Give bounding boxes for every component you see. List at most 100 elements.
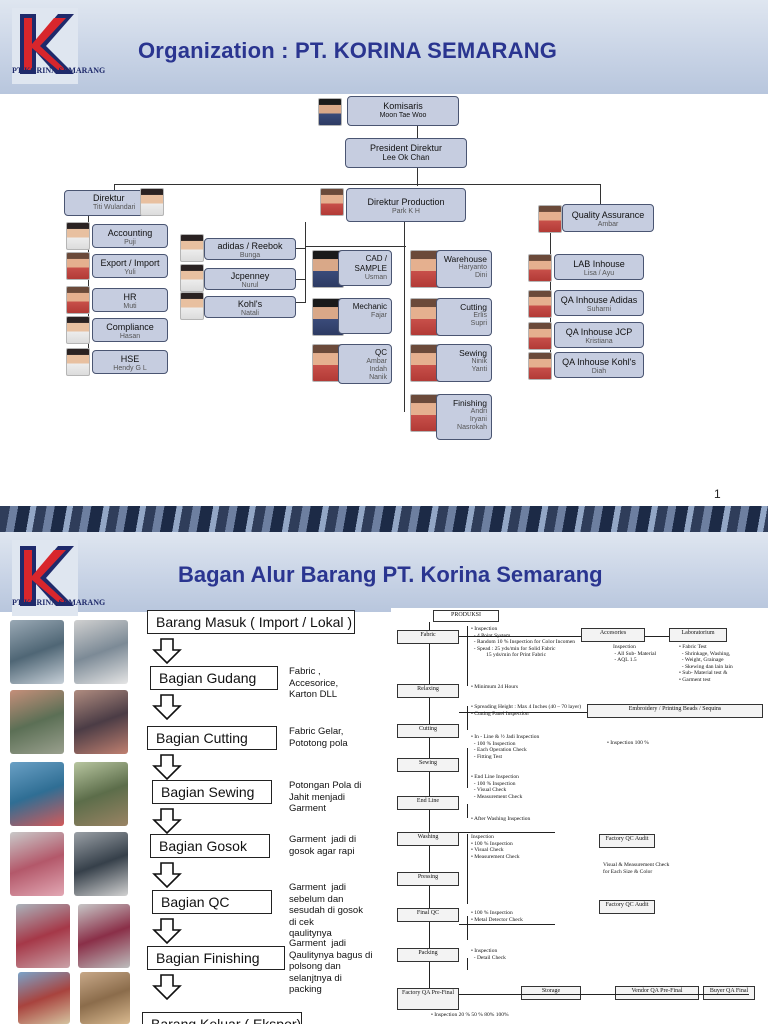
box-direktur-production: Direktur Production Park K H: [346, 188, 466, 222]
side-box: Vendor QA Pre-Final: [615, 986, 699, 1000]
decorative-strip: [0, 506, 768, 532]
side-box: Embroidery / Printing Beads / Sequins: [587, 704, 763, 718]
chart-top-box: PRODUKSI: [433, 610, 499, 622]
name-label: Andri Iryani Nasrokah: [457, 408, 487, 431]
person-photo: [180, 292, 204, 320]
person-photo: [66, 252, 90, 280]
factory-photo: [74, 762, 128, 826]
person-photo: [528, 322, 552, 350]
stage-box: Final QC: [397, 908, 459, 922]
flow-description: Fabric Gelar, Pototong pola: [289, 726, 348, 749]
factory-photo: [16, 904, 70, 968]
logo-caption: PT KORINA SEMARANG: [12, 598, 106, 607]
name-label: Suharni: [586, 306, 612, 313]
flow-step: Barang Keluar ( Ekspor): [142, 1012, 302, 1024]
role-label: Accounting: [107, 228, 153, 238]
flow-step: Bagian QC: [152, 890, 272, 914]
note-packing: • Inspection - Detail Check: [471, 948, 506, 961]
connector: [417, 168, 418, 186]
note-cutting: • Spreading Height : Max 4 Inches (40 – …: [471, 704, 582, 717]
side-box: Laboratorium: [669, 628, 727, 642]
name-label: Hasan: [119, 333, 141, 340]
logo-caption: PT KORINA SEMARANG: [12, 66, 106, 75]
role-label: Finishing: [452, 398, 487, 408]
down-arrow-icon: [152, 918, 182, 944]
name-label: Ambar Indah Nanik: [366, 358, 387, 381]
note-bottom: • Inspection 20 % 50 % 80% 100%: [431, 1012, 509, 1018]
connector: [296, 302, 306, 303]
flow-step: Bagian Cutting: [147, 726, 277, 750]
factory-photo: [74, 620, 128, 684]
name-label: Erlis Supri: [470, 312, 487, 327]
side-box: Accesories: [581, 628, 645, 642]
role-label: CAD / SAMPLE: [354, 254, 387, 273]
side-box: Buyer QA Final: [703, 986, 755, 1000]
role-label: Warehouse: [443, 254, 487, 264]
stage-box: Sewing: [397, 758, 459, 772]
connector: [114, 184, 600, 185]
box-quality-assurance: Quality Assurance Ambar: [562, 204, 654, 232]
factory-photo: [10, 762, 64, 826]
down-arrow-icon: [152, 694, 182, 720]
factory-photo: [80, 972, 130, 1024]
name-label: Fajar: [371, 312, 387, 319]
factory-photo: [74, 690, 128, 754]
down-arrow-icon: [152, 638, 182, 664]
stage-box: Pressing: [397, 872, 459, 886]
note-relaxing: • Minimum 24 Hours: [471, 684, 518, 690]
photo-direktur-production: [320, 188, 344, 216]
name-label: Hendy G L: [113, 365, 147, 372]
role-label: Compliance: [106, 322, 154, 332]
name-label: Bunga: [239, 252, 261, 259]
role-label: adidas / Reebok: [217, 241, 283, 251]
connector: [296, 248, 306, 249]
stage-box: Cutting: [397, 724, 459, 738]
name-label: Nurul: [241, 282, 259, 289]
flow-description: Potongan Pola di Jahit menjadi Garment: [289, 780, 362, 814]
header-band: [0, 0, 768, 94]
slide-flow: PT KORINA SEMARANG Bagan Alur Barang PT.…: [0, 532, 768, 1024]
factory-photo: [10, 690, 64, 754]
person-photo: [180, 264, 204, 292]
role-label: Sewing: [459, 348, 487, 358]
name-label: Usman: [364, 274, 387, 281]
connector: [306, 246, 406, 247]
person-photo: [66, 348, 90, 376]
role-label: Mechanic: [352, 302, 387, 311]
connector: [296, 279, 306, 280]
flow-description: Fabric , Accesorice, Karton DLL: [289, 666, 339, 700]
role-label: President Direktur: [369, 143, 443, 153]
role-label: Quality Assurance: [571, 210, 645, 220]
connector: [404, 222, 405, 412]
name-label: Park K H: [391, 208, 420, 215]
person-photo: [528, 254, 552, 282]
stage-box: Relaxing: [397, 684, 459, 698]
person-photo: [66, 222, 90, 250]
role-label: HSE: [120, 354, 140, 364]
down-arrow-icon: [152, 862, 182, 888]
stage-box: Factory QA Pre-Final: [397, 988, 459, 1010]
down-arrow-icon: [152, 754, 182, 780]
flow-description: Garment jadi sebelum dan sesudah di goso…: [289, 882, 363, 939]
factory-photo: [10, 832, 64, 896]
name-label: Muti: [123, 303, 137, 310]
name-label: Lisa / Ayu: [583, 270, 615, 277]
side-box: Factory QC Audit: [599, 900, 655, 914]
role-label: Kohl's: [237, 299, 263, 309]
note-endline: • End Line Inspection - 100 % Inspection…: [471, 774, 523, 800]
name-label: Diah: [591, 368, 607, 375]
flow-step: Bagian Sewing: [152, 780, 272, 804]
role-label: Direktur Production: [367, 197, 445, 207]
